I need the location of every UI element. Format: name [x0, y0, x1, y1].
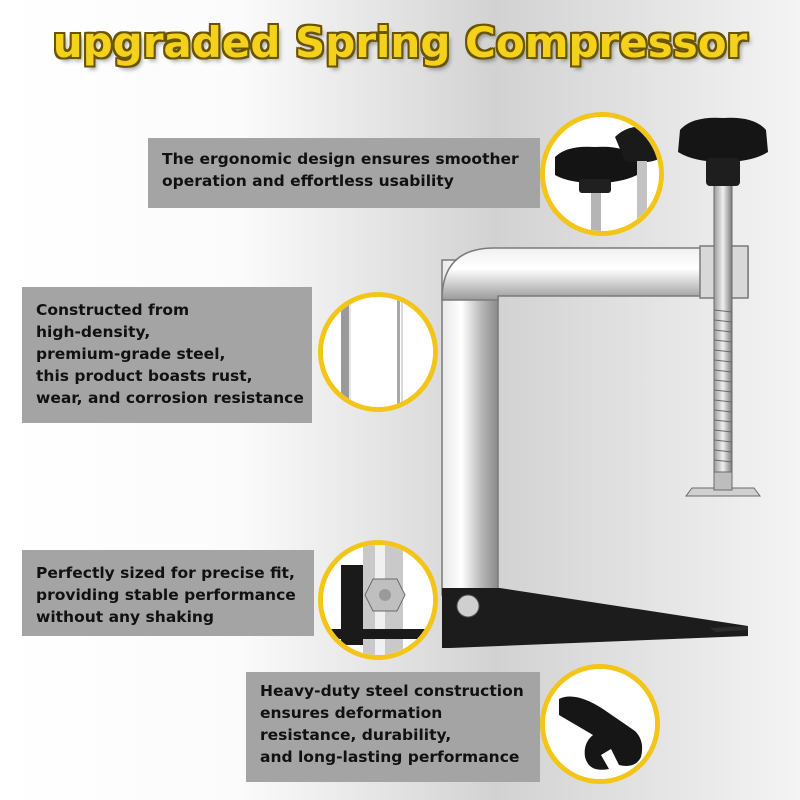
knob-zoom-image	[540, 112, 664, 236]
callout-line: resistance, durability,	[260, 726, 452, 744]
wrench-end-zoom-image	[540, 664, 660, 784]
callout-fit: Perfectly sized for precise fit, providi…	[22, 550, 314, 636]
callout-line: this product boasts rust,	[36, 367, 253, 385]
callout-line: without any shaking	[36, 608, 215, 626]
callout-line: premium-grade steel,	[36, 345, 226, 363]
callout-ergonomic: The ergonomic design ensures smoother op…	[148, 138, 540, 208]
callout-line: ensures deformation	[260, 704, 443, 722]
callout-line: and long-lasting performance	[260, 748, 520, 766]
callout-heavy-duty: Heavy-duty steel construction ensures de…	[246, 672, 540, 782]
bolt-zoom-image	[318, 540, 438, 660]
callout-line: high-density,	[36, 323, 151, 341]
callout-steel: Constructed from high-density, premium-g…	[22, 287, 312, 423]
steel-frame-zoom-image	[318, 292, 438, 412]
spring-compressor-image	[430, 100, 790, 660]
callout-line: Heavy-duty steel construction	[260, 682, 524, 700]
callout-line: The ergonomic design ensures smoother	[162, 150, 519, 168]
callout-line: Constructed from	[36, 301, 190, 319]
callout-line: providing stable performance	[36, 586, 296, 604]
callout-line: Perfectly sized for precise fit,	[36, 564, 295, 582]
callout-line: wear, and corrosion resistance	[36, 389, 304, 407]
callout-line: operation and effortless usability	[162, 172, 454, 190]
page-title: upgraded Spring Compressor	[52, 18, 748, 67]
